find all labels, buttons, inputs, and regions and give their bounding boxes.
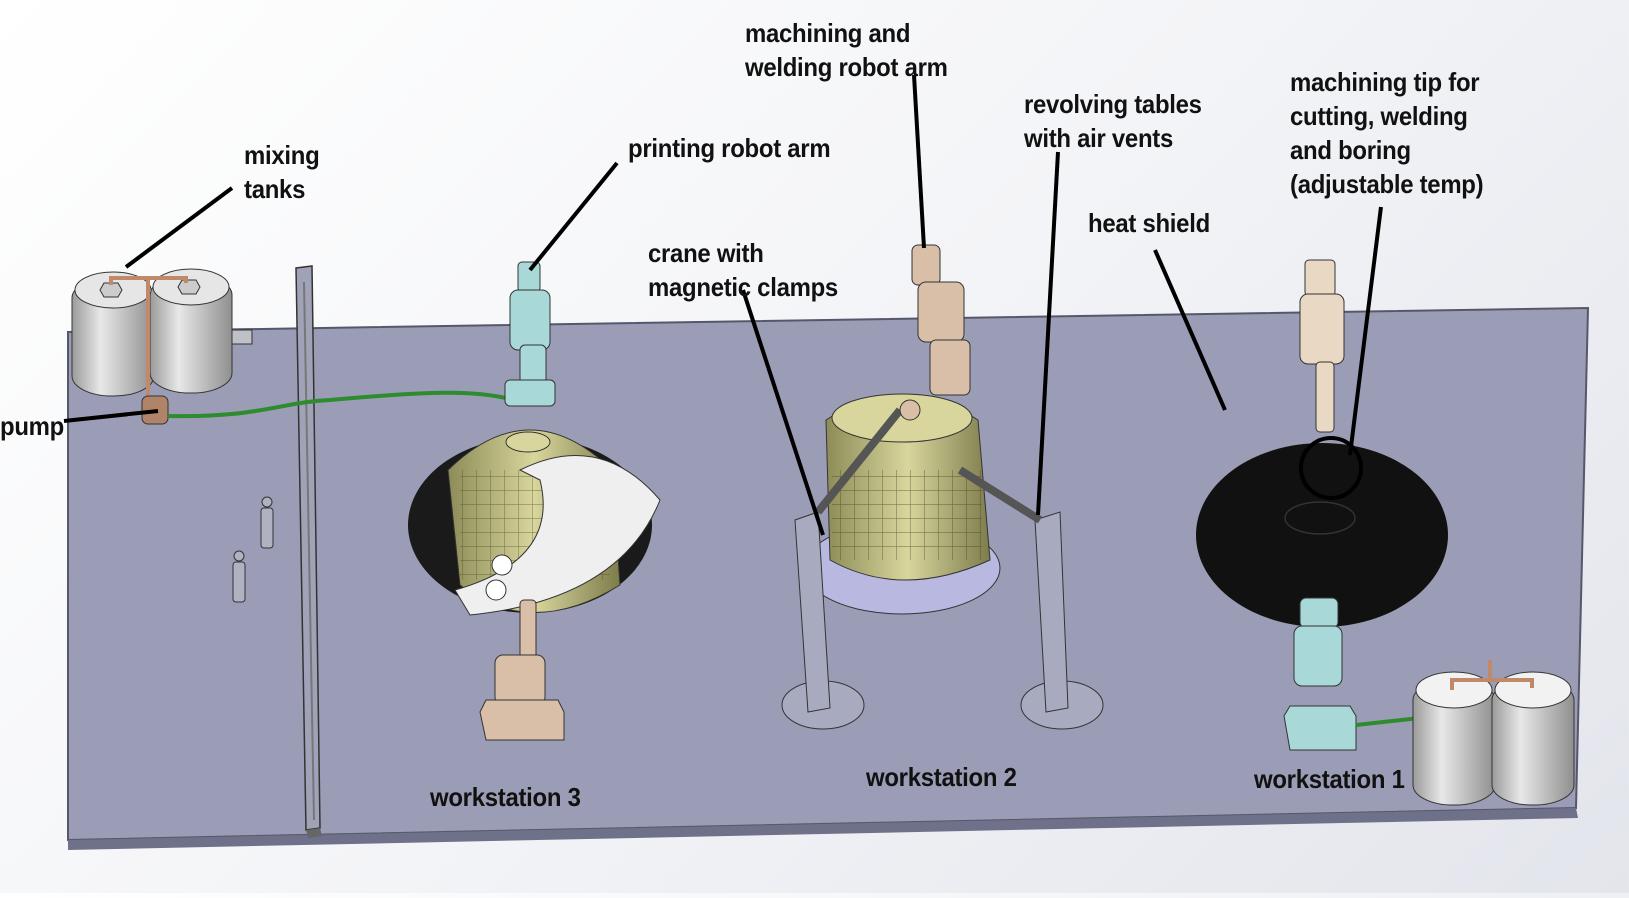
label-printing-robot-arm: printing robot arm xyxy=(628,133,831,163)
machining-tip-arm xyxy=(1299,259,1345,433)
robot-arm-ws3-lower xyxy=(479,599,565,741)
label-heat-shield: heat shield xyxy=(1088,208,1210,238)
label-line: magnetic clamps xyxy=(648,272,838,302)
printing-robot-arm xyxy=(504,261,556,407)
label-line: mixing xyxy=(244,140,320,170)
label-line: revolving tables xyxy=(1024,89,1202,119)
label-line: machining and xyxy=(745,18,911,48)
label-line: cutting, welding xyxy=(1290,101,1468,131)
label-line: (adjustable temp) xyxy=(1290,169,1484,199)
hose-left xyxy=(167,390,521,419)
workers xyxy=(232,496,274,603)
mixing-tanks-right xyxy=(1412,660,1575,806)
label-line: with air vents xyxy=(1024,123,1174,153)
label-mixing-tanks: mixing tanks xyxy=(244,138,320,206)
label-line: tanks xyxy=(244,174,306,204)
leader-lines xyxy=(63,74,1383,536)
label-machining-tip: machining tip for cutting, welding and b… xyxy=(1290,65,1484,201)
label-crane: crane with magnetic clamps xyxy=(648,236,838,304)
label-workstation-1: workstation 1 xyxy=(1254,764,1405,794)
label-line: machining tip for xyxy=(1290,67,1480,97)
label-revolving-tables: revolving tables with air vents xyxy=(1024,87,1202,155)
label-line: welding robot arm xyxy=(745,52,948,82)
crane-posts xyxy=(781,407,1104,730)
label-line: crane with xyxy=(648,238,764,268)
label-pump: pump xyxy=(0,411,65,441)
label-machining-welding-arm: machining and welding robot arm xyxy=(745,16,948,84)
workstation-1 xyxy=(1196,259,1575,806)
workstation-3 xyxy=(408,261,661,741)
label-workstation-3: workstation 3 xyxy=(430,782,581,812)
partition-wall xyxy=(295,265,322,838)
label-line: and boring xyxy=(1290,135,1411,165)
mixing-tanks-left xyxy=(71,268,253,402)
workstation-2 xyxy=(781,244,1104,730)
machining-welding-robot-arm xyxy=(899,244,971,421)
robot-arm-ws1-lower xyxy=(1283,597,1357,751)
label-workstation-2: workstation 2 xyxy=(866,762,1017,792)
machining-tip-highlight xyxy=(1299,436,1363,500)
